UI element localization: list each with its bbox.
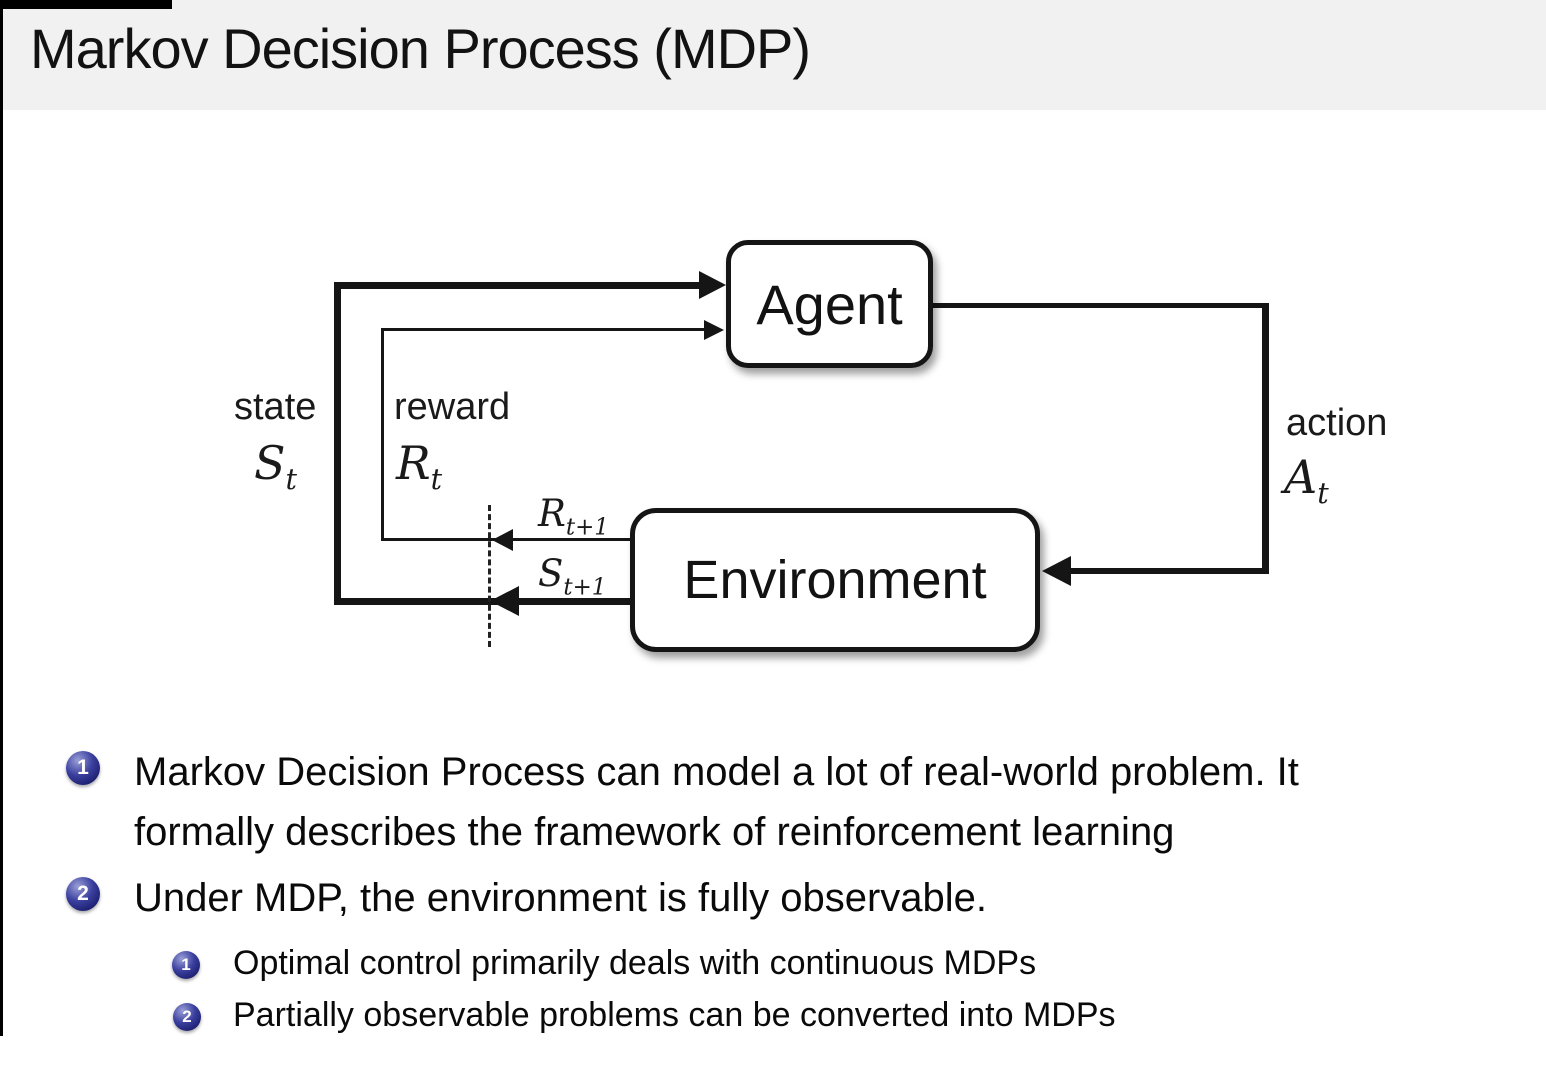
- action-to-environment-line: [1066, 568, 1269, 574]
- agent-node: Agent: [726, 240, 933, 368]
- reward-label: reward: [394, 386, 511, 428]
- page-title: Markov Decision Process (MDP): [30, 17, 811, 80]
- bullet-1-number: 1: [77, 756, 89, 779]
- action-symbol: At: [1284, 450, 1329, 511]
- agent-to-action-line: [933, 303, 1267, 308]
- agent-node-label: Agent: [756, 272, 903, 336]
- state-label: state: [234, 386, 317, 428]
- reward-to-agent-arrowhead-icon: [704, 320, 724, 340]
- sub-bullet-2-number: 2: [182, 1007, 192, 1026]
- environment-node: Environment: [630, 508, 1040, 652]
- action-vertical-line: [1262, 303, 1269, 574]
- reward-loop-vertical-line: [381, 328, 384, 540]
- action-label: action: [1286, 402, 1388, 444]
- environment-node-label: Environment: [683, 550, 987, 610]
- left-edge-line: [0, 0, 3, 1036]
- sub-bullet-1-text: Optimal control primarily deals with con…: [233, 944, 1037, 982]
- state-symbol: St: [254, 436, 297, 497]
- next-reward-symbol: Rt+1: [538, 492, 609, 541]
- bullet-2-number: 2: [77, 882, 89, 905]
- reward-symbol: Rt: [396, 436, 443, 497]
- action-to-environment-arrowhead-icon: [1042, 556, 1071, 586]
- next-reward-arrowhead-icon: [492, 529, 513, 551]
- top-edge-bar: [0, 0, 172, 9]
- sub-bullet-2-text: Partially observable problems can be con…: [233, 996, 1116, 1034]
- state-to-agent-arrowhead-icon: [699, 271, 726, 299]
- title-band: Markov Decision Process (MDP): [0, 0, 1546, 110]
- sub-bullet-2-badge: 2: [173, 1003, 201, 1031]
- next-state-line: [334, 598, 632, 605]
- reward-to-agent-line: [381, 328, 706, 331]
- next-state-arrowhead-icon: [490, 586, 519, 616]
- next-state-symbol: St+1: [538, 552, 607, 601]
- sub-bullet-1-badge: 1: [172, 951, 200, 979]
- bullet-1-badge: 1: [66, 751, 100, 785]
- bullet-1-text: Markov Decision Process can model a lot …: [134, 750, 1299, 854]
- sub-bullet-1-number: 1: [181, 955, 191, 974]
- state-to-agent-line: [334, 282, 706, 289]
- state-loop-vertical-line: [334, 282, 341, 604]
- bullet-2-text: Under MDP, the environment is fully obse…: [134, 876, 988, 920]
- time-step-dashed-line: [488, 505, 491, 647]
- bullet-2-badge: 2: [66, 877, 100, 911]
